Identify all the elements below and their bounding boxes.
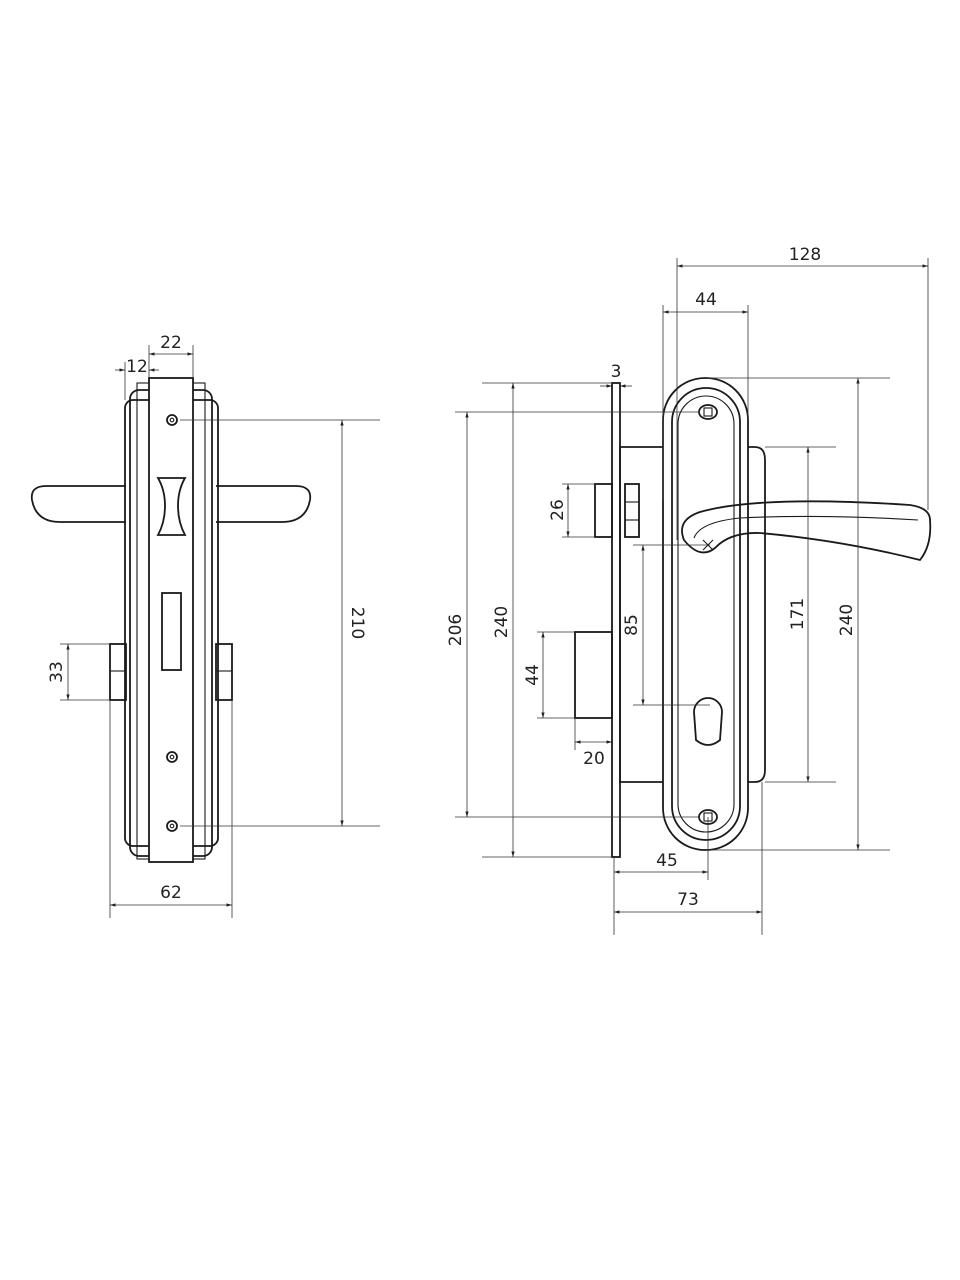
left-square: [109, 643, 127, 701]
dim-screw-spacing: 210: [347, 607, 367, 639]
dim-overall-width: 62: [160, 883, 182, 903]
bolt: [574, 631, 613, 719]
screw-icon: [166, 820, 178, 832]
screw-icon: [166, 751, 178, 763]
dim-latch-height: 26: [548, 499, 568, 521]
latch-slot: [156, 477, 187, 536]
side-view: 22 12 210 33 62: [30, 333, 380, 918]
cylinder-keyhole: [693, 697, 723, 746]
lock-body: [619, 446, 766, 783]
dim-bolt-throw: 20: [583, 749, 605, 769]
lever-handle: [681, 500, 932, 562]
dim-faceplate-height: 240: [492, 606, 512, 638]
dim-backset: 45: [656, 851, 678, 871]
dim-faceplate-screw-spacing: 206: [446, 614, 466, 646]
dim-centre-distance: 85: [622, 614, 642, 636]
dim-handle-length: 128: [789, 245, 821, 265]
dim-offset: 12: [126, 357, 148, 377]
dim-body-depth: 73: [677, 890, 699, 910]
faceplate: [148, 377, 194, 863]
faceplate-front: [611, 382, 621, 858]
screw-icon: [166, 414, 178, 426]
escutcheon-inner: [671, 387, 741, 841]
dim-escutcheon-width: 44: [695, 290, 717, 310]
dim-escutcheon-height: 240: [837, 604, 857, 636]
latch: [594, 483, 613, 538]
front-view: 128 44 3 206 240 26 44 20 85 45 73 171: [446, 245, 932, 935]
dim-faceplate-thickness: 3: [611, 362, 622, 382]
dim-bolt-height: 44: [523, 664, 543, 686]
left-lever: [30, 485, 126, 523]
right-lever: [216, 485, 312, 523]
dim-body-height: 171: [788, 598, 808, 630]
dim-faceplate-width: 22: [160, 333, 182, 353]
bolt-slot: [161, 592, 182, 671]
right-square: [215, 643, 233, 701]
escutcheon-outer: [662, 377, 749, 851]
dim-square-height: 33: [47, 661, 67, 683]
